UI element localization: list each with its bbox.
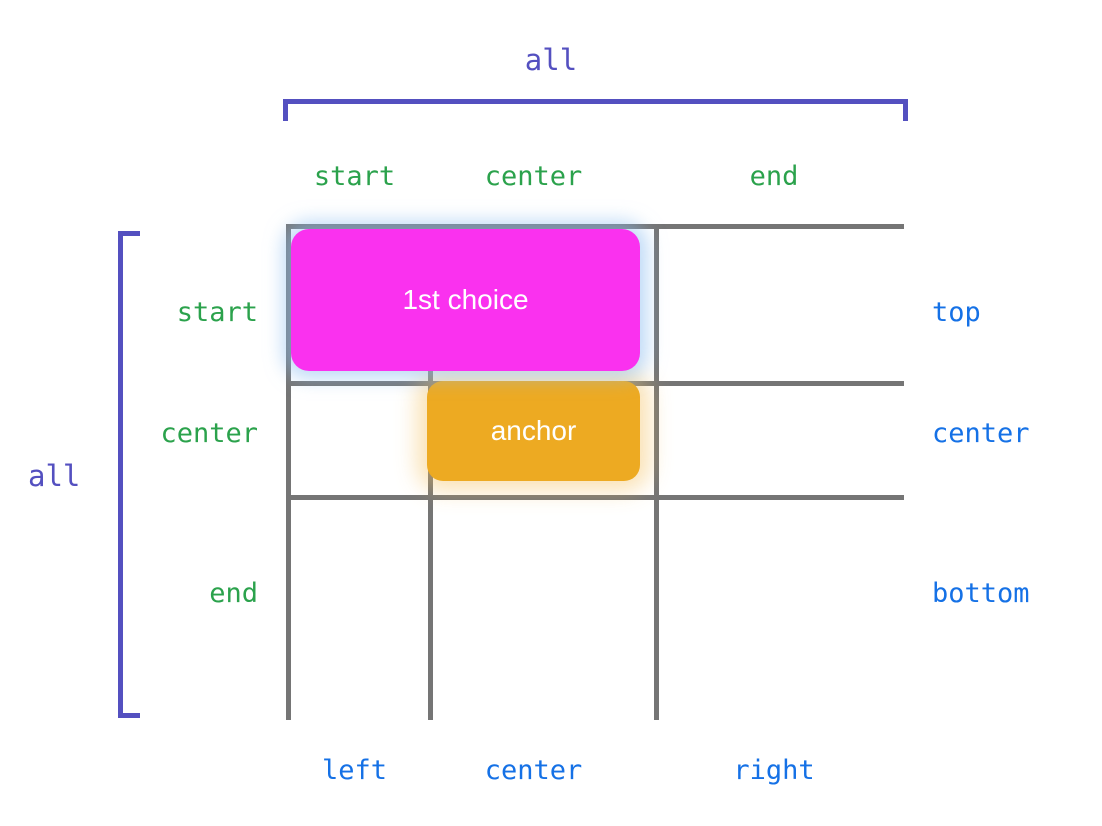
grid-cell-center-right <box>659 386 919 495</box>
grid-cell-center-left <box>291 386 428 495</box>
row-physical-label-center: center <box>932 418 1030 449</box>
grid-cell-bottom-center <box>433 500 654 735</box>
grid-cell-bottom-left <box>291 500 428 735</box>
column-logical-label-start: start <box>313 161 396 192</box>
row-logical-label-start: start <box>176 297 258 328</box>
column-physical-label-center: center <box>484 755 583 786</box>
left-all-label: all <box>28 459 81 493</box>
row-physical-label-bottom: bottom <box>932 578 1030 609</box>
grid-cell-bottom-right <box>659 500 919 735</box>
row-logical-label-end: end <box>209 578 258 609</box>
anchor-box: anchor <box>427 381 640 481</box>
first-choice-box: 1st choice <box>291 229 640 371</box>
column-logical-label-end: end <box>749 161 799 192</box>
column-physical-label-right: right <box>733 755 815 786</box>
top-all-label: all <box>524 43 578 77</box>
column-physical-label-left: left <box>321 755 388 786</box>
row-logical-label-center: center <box>160 418 258 449</box>
top-span-bracket <box>283 99 908 121</box>
column-logical-label-center: center <box>484 161 583 192</box>
left-span-bracket <box>118 231 140 718</box>
grid-cell-top-right <box>659 229 919 381</box>
row-physical-label-top: top <box>932 297 981 328</box>
